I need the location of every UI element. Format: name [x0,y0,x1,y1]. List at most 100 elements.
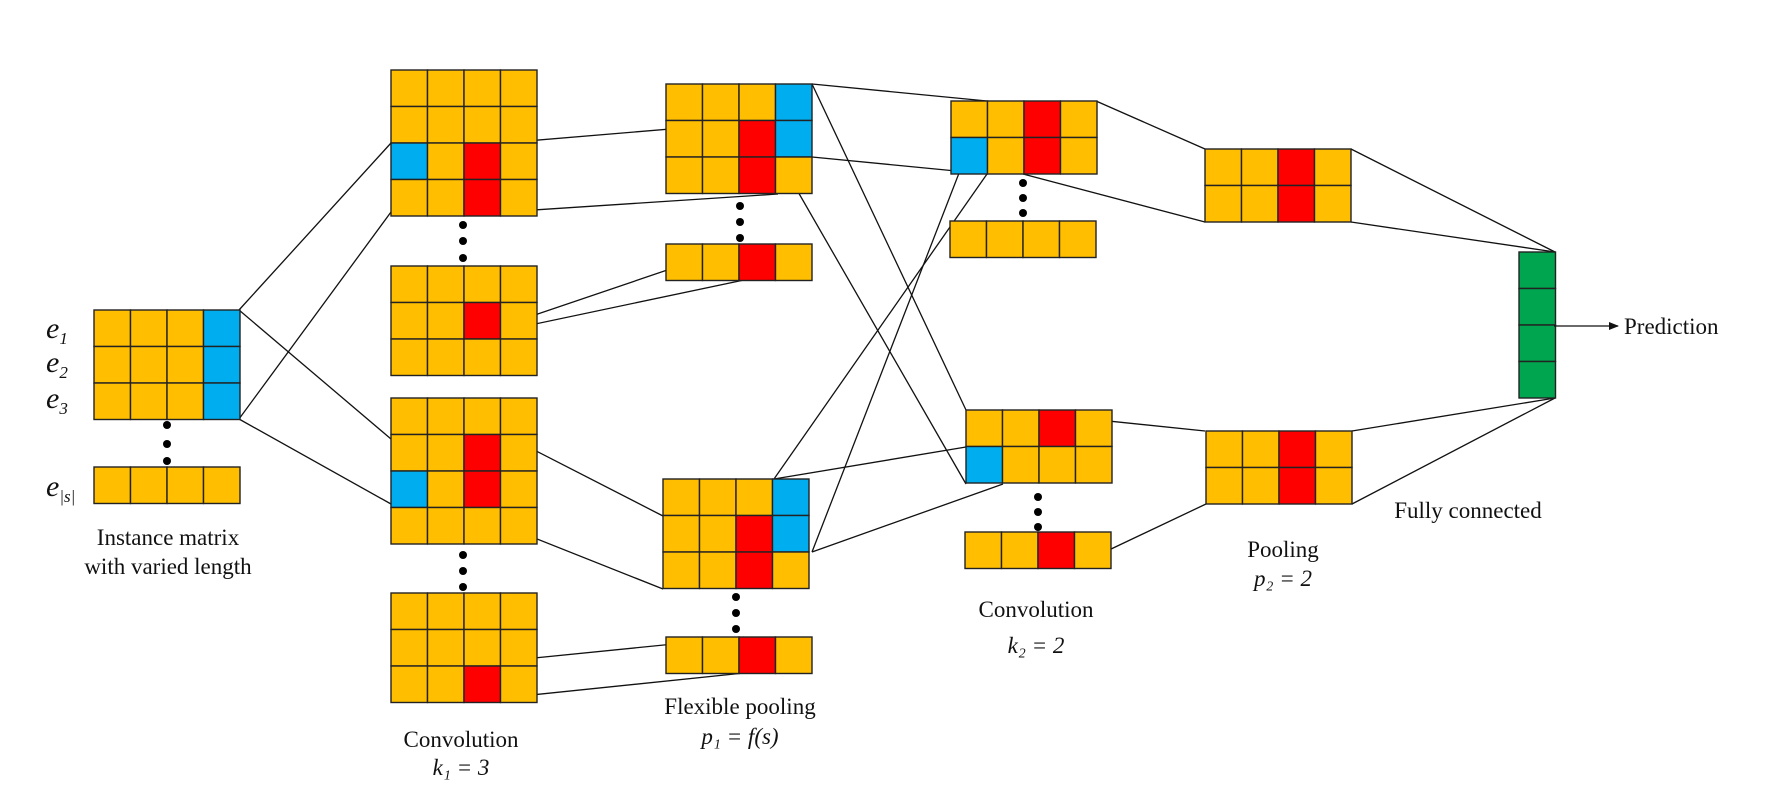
conv1-a-top-cell [390,105,429,144]
conv1-a-top-cell [499,105,538,144]
fully-connected-cell [1518,287,1557,326]
conv2-b-top-cell [1038,409,1077,448]
conv1-a-bottom [390,265,538,377]
conv2-b-top-cell [1001,445,1040,484]
pool1-b-bottom-cell [774,636,813,675]
pool1-a-top-cell [774,83,813,122]
pool1-a-top-cell [701,119,740,158]
conv2-a-top-cell [1023,100,1062,139]
ellipsis-dot [732,609,740,617]
ellipsis-dot [459,237,467,245]
ellipsis-dot [732,593,740,601]
pool1-b-bottom [665,636,813,675]
conv1-a-bottom-cell [499,338,538,377]
conv2-a-top [950,100,1098,175]
conv2-b-top-cell [1038,445,1077,484]
conv1-b-bottom-cell [426,665,465,704]
pool1-b-top-cell [771,514,810,553]
conv2-a-top-cell [950,136,989,175]
connector-line [238,142,392,311]
input-matrix-cell [129,382,168,421]
conv2-a-top-cell [986,136,1025,175]
connector-line [811,100,988,553]
connector-line [238,418,392,505]
conv1-a-bottom-cell [426,338,465,377]
conv1-b-bottom-cell [499,628,538,667]
connector-line [1022,173,1206,223]
pool1-b-top [662,478,810,590]
ellipsis-dot [1019,194,1027,202]
pool2-a-cell [1313,184,1352,223]
pool1-b-top-cell [771,551,810,590]
ellipsis-dot [1019,179,1027,187]
pool2-a-cell [1240,184,1279,223]
conv1-a-top-cell [463,69,502,108]
conv2-a-top-cell [1059,100,1098,139]
input-last-row-cell [202,466,241,505]
connector-line [1351,397,1556,505]
pool1-b-top-cell [698,551,737,590]
ellipsis-dot [736,234,744,242]
conv1-a-top-cell [390,178,429,217]
pool1-b-top-cell [698,478,737,517]
pool1-a-top-cell [665,83,704,122]
conv2-a-top-cell [950,100,989,139]
conv1-b-top-cell [390,433,429,472]
pool1-a-top-cell [738,119,777,158]
conv1-a-top-cell [426,142,465,181]
conv2-b-bottom-cell [1000,531,1039,570]
pool2-a-cell [1313,148,1352,187]
pool1-a-bottom-cell [701,243,740,282]
caption-conv1-kernel: k₁ = 3 [433,755,490,780]
conv2-b-bottom-cell [1037,531,1076,570]
conv1-a-bottom-cell [499,301,538,340]
conv1-b-bottom-cell [426,628,465,667]
ellipsis-dot [736,202,744,210]
input-matrix-cell [166,309,205,348]
pool1-a-top-cell [665,156,704,195]
pool2-b-cell [1205,466,1244,505]
pool1-a-top-cell [701,83,740,122]
conv2-a-top-cell [1059,136,1098,175]
ellipsis-dot [1034,493,1042,501]
conv1-b-top-cell [463,397,502,436]
pool1-a-top-cell [701,156,740,195]
conv1-b-top-cell [463,506,502,545]
conv1-a-top-cell [463,178,502,217]
conv1-b-top-cell [426,397,465,436]
pool1-b-top-cell [662,478,701,517]
conv1-a-top-cell [390,142,429,181]
conv2-b-top [965,409,1113,484]
connector-line [811,83,967,411]
pool2-b-cell [1241,430,1280,469]
conv1-b-top [390,397,538,545]
input-matrix-cell [202,345,241,384]
ellipsis-dot [459,254,467,262]
conv2-b-bottom [964,531,1112,570]
conv1-a-top-cell [426,178,465,217]
conv1-b-bottom [390,592,538,704]
pool1-a-bottom [665,243,813,282]
conv2-a-bottom-cell [985,220,1024,259]
conv1-b-top-cell [426,433,465,472]
conv2-a-top-cell [986,100,1025,139]
conv1-a-top-cell [463,142,502,181]
caption-pool2: Pooling [1247,537,1319,562]
conv2-b-top-cell [1001,409,1040,448]
feature-maps [93,69,1557,704]
conv1-b-bottom-cell [499,665,538,704]
conv1-b-top-cell [463,433,502,472]
conv1-a-bottom-cell [390,301,429,340]
connector-line [811,83,988,102]
caption-instance-line2: with varied length [84,554,252,579]
fully-connected-cell [1518,251,1557,290]
ellipsis-dots [163,179,1042,633]
pool1-a-bottom-cell [774,243,813,282]
pool1-a-top-cell [774,156,813,195]
conv1-b-bottom-cell [390,592,429,631]
row-label-es: e|s| [46,470,75,506]
input-matrix-cell [202,309,241,348]
pool1-b-top-cell [735,514,774,553]
connector-line [773,173,988,480]
